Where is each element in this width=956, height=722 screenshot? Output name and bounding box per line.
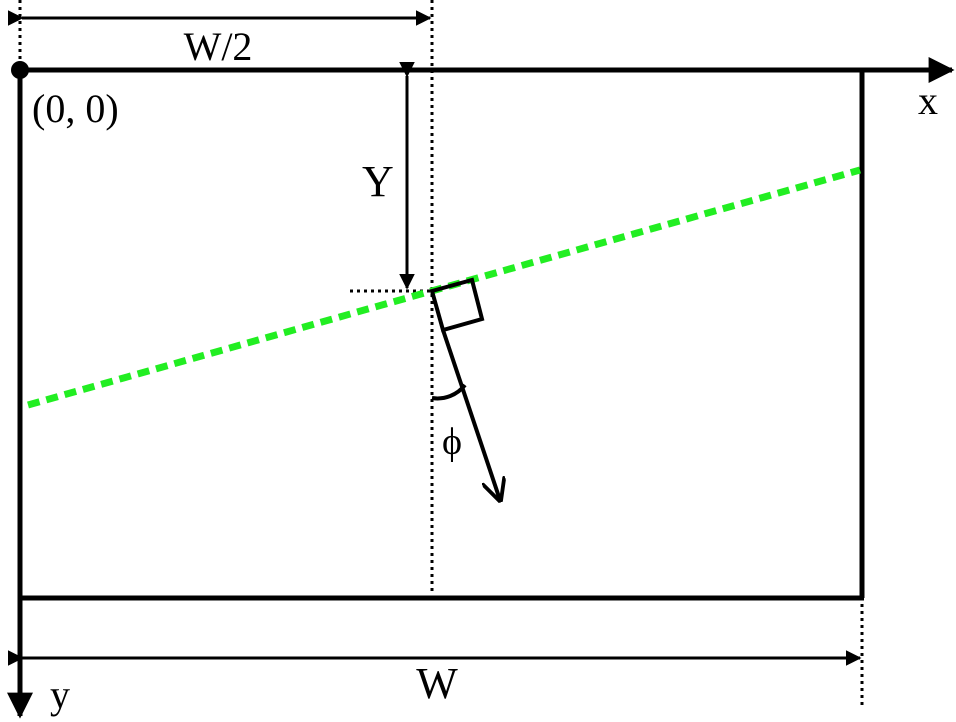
width-label: W	[416, 659, 458, 708]
half-width-label: W/2	[184, 24, 253, 69]
x-axis-label: x	[918, 78, 938, 123]
angle-label: ϕ	[442, 421, 462, 463]
normal-vector-arrow	[441, 329, 500, 500]
origin-label: (0, 0)	[32, 86, 119, 131]
y-axis-label: y	[50, 672, 70, 717]
line-of-interest	[27, 166, 861, 409]
right-angle-marker	[429, 277, 485, 333]
offset-y-label: Y	[362, 157, 394, 206]
origin-point	[11, 61, 29, 79]
angle-arc	[431, 383, 467, 401]
